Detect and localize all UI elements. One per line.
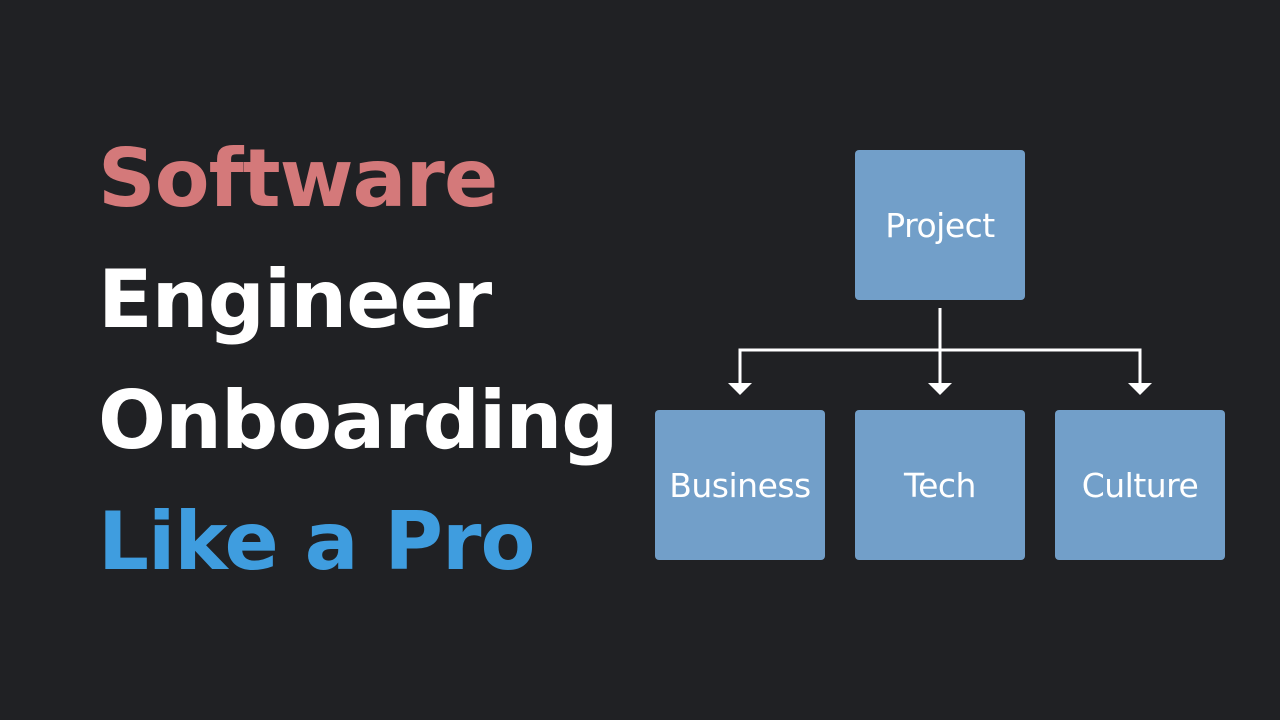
node-project: Project: [855, 150, 1025, 300]
title: Software Engineer Onboarding Like a Pro: [98, 118, 619, 602]
title-line-software: Software: [98, 132, 498, 225]
title-line-like-a-pro: Like a Pro: [98, 495, 535, 588]
arrowhead-culture-icon: [1128, 383, 1152, 395]
node-business-label: Business: [669, 465, 811, 505]
node-project-label: Project: [885, 205, 995, 245]
node-culture-label: Culture: [1081, 465, 1199, 505]
title-line-engineer: Engineer: [98, 253, 492, 346]
title-line-onboarding: Onboarding: [98, 374, 619, 467]
arrowhead-business-icon: [728, 383, 752, 395]
node-tech-label: Tech: [904, 465, 976, 505]
node-business: Business: [655, 410, 825, 560]
arrowhead-tech-icon: [928, 383, 952, 395]
bus-line: [738, 348, 1142, 384]
node-tech: Tech: [855, 410, 1025, 560]
node-culture: Culture: [1055, 410, 1225, 560]
